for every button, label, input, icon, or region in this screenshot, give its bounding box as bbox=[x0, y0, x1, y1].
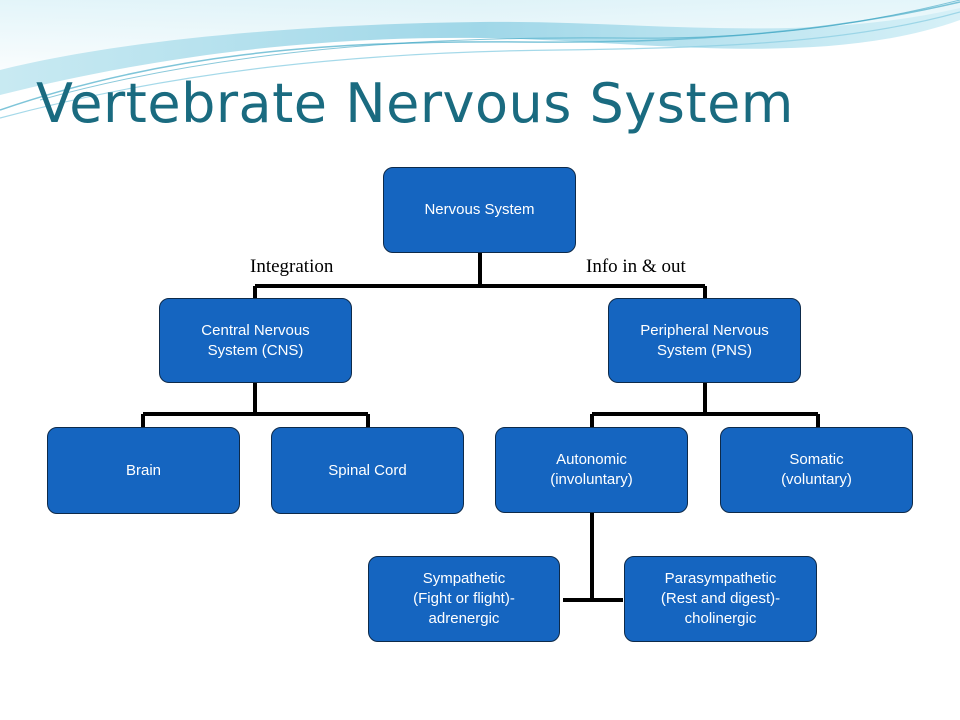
connector-autonomic-children bbox=[563, 513, 623, 602]
node-peripheral-nervous-system: Peripheral Nervous System (PNS) bbox=[608, 298, 801, 383]
node-sympathetic: Sympathetic (Fight or flight)- adrenergi… bbox=[368, 556, 560, 642]
node-brain: Brain bbox=[47, 427, 240, 514]
connector-root-children bbox=[253, 253, 707, 298]
node-spinal-cord: Spinal Cord bbox=[271, 427, 464, 514]
branch-label-info-in-out: Info in & out bbox=[586, 256, 686, 277]
node-nervous-system: Nervous System bbox=[383, 167, 576, 253]
node-somatic: Somatic (voluntary) bbox=[720, 427, 913, 513]
header-wave-decoration bbox=[0, 0, 960, 119]
connector-cns-children bbox=[141, 383, 370, 427]
node-parasympathetic: Parasympathetic (Rest and digest)- choli… bbox=[624, 556, 817, 642]
node-autonomic: Autonomic (involuntary) bbox=[495, 427, 688, 513]
branch-label-integration: Integration bbox=[250, 256, 334, 277]
connector-pns-children bbox=[590, 383, 820, 427]
node-central-nervous-system: Central Nervous System (CNS) bbox=[159, 298, 352, 383]
slide-title: Vertebrate Nervous System bbox=[36, 72, 794, 135]
